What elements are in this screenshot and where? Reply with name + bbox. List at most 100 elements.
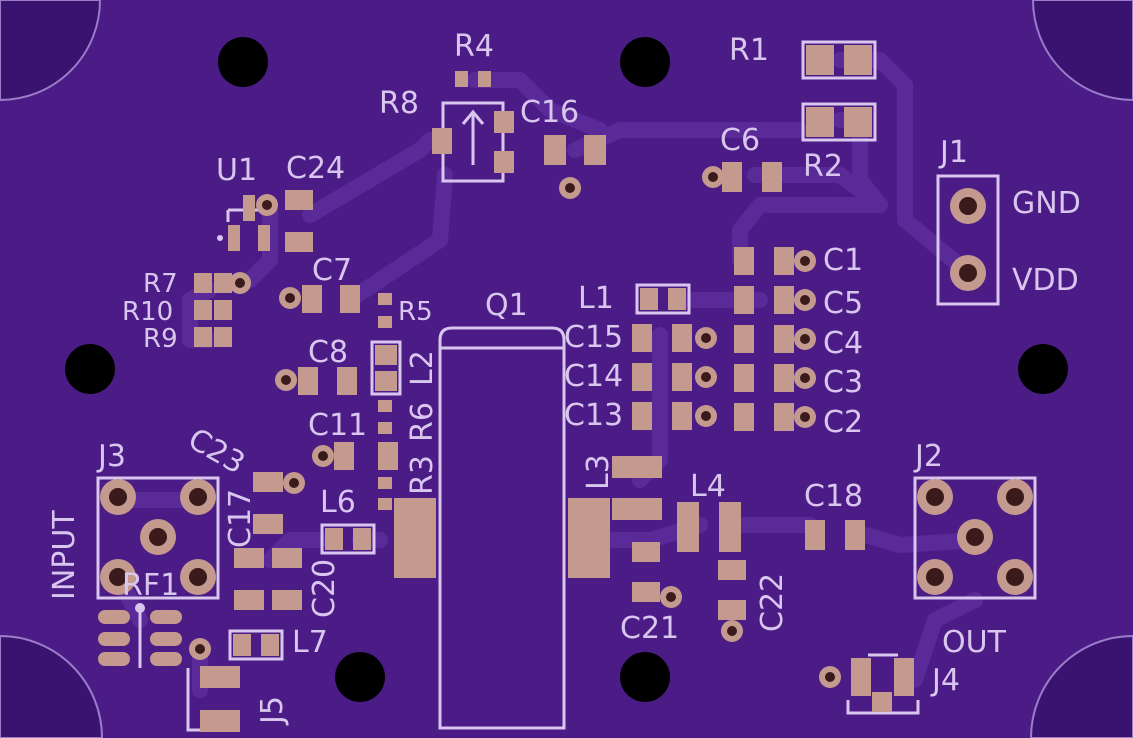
pad (722, 162, 742, 192)
pad (253, 472, 283, 492)
pad (774, 247, 794, 275)
via-drill (565, 183, 575, 193)
pad (672, 363, 692, 391)
pad (194, 327, 212, 347)
drill (966, 528, 984, 546)
trace-j2-j4 (907, 592, 983, 688)
mounting-hole (335, 652, 385, 702)
r1-outline (801, 40, 877, 80)
pad (325, 528, 343, 550)
label-c16: C16 (520, 95, 579, 130)
label-c15: C15 (564, 320, 623, 355)
trace-r8-c7 (342, 167, 453, 308)
r2-outline (801, 102, 877, 142)
label-j5: J5 (255, 696, 290, 726)
via-drill (262, 200, 272, 210)
pad (719, 502, 741, 552)
drill (189, 488, 207, 506)
smd-pads (194, 45, 914, 732)
j1-outline (936, 174, 1000, 306)
label-r5: R5 (398, 297, 433, 327)
pad (494, 111, 514, 133)
pad (378, 316, 392, 328)
label-r4: R4 (454, 29, 494, 64)
label-l7: L7 (292, 625, 328, 660)
drill (926, 488, 944, 506)
label-l4: L4 (690, 469, 726, 504)
label-input: INPUT (47, 510, 82, 600)
label-l6: L6 (320, 485, 356, 520)
label-c18: C18 (804, 479, 863, 514)
pad (98, 610, 130, 624)
via-drill (800, 373, 810, 383)
pad (150, 610, 182, 624)
rf1-pin1-dot (135, 603, 145, 613)
pad (272, 548, 302, 568)
mounting-hole (218, 37, 268, 87)
drill (926, 568, 944, 586)
pad (214, 327, 232, 347)
label-l3: L3 (581, 454, 616, 490)
corner-top-left (0, 0, 102, 102)
pad (340, 285, 360, 313)
pad (214, 300, 232, 320)
mounting-hole (65, 344, 115, 394)
pad (762, 162, 782, 192)
j3-outline (96, 476, 220, 600)
pad (734, 325, 754, 353)
via-drill (800, 256, 810, 266)
mounting-hole (620, 37, 670, 87)
pad (718, 600, 746, 620)
label-c4: C4 (823, 326, 863, 361)
via-drill (318, 451, 328, 461)
label-c17: C17 (223, 489, 258, 548)
via-drill (800, 334, 810, 344)
label-c21: C21 (620, 611, 679, 646)
label-r1: R1 (729, 33, 769, 68)
label-r2: R2 (803, 149, 843, 184)
label-c22: C22 (755, 573, 790, 632)
pad (632, 402, 652, 430)
via-drill (701, 411, 711, 421)
pad (844, 45, 872, 75)
via-drill (708, 172, 718, 182)
pad (378, 422, 392, 434)
pad (353, 528, 371, 550)
pad (805, 520, 825, 550)
pad (734, 403, 754, 431)
via-drill (800, 295, 810, 305)
l7-outline (228, 629, 284, 661)
label-l2: L2 (405, 350, 440, 386)
j2-outline (913, 476, 1037, 600)
pad (872, 692, 892, 712)
label-r10: R10 (122, 297, 173, 327)
pad (455, 71, 468, 87)
pad (200, 710, 240, 732)
pad (285, 190, 313, 210)
via-drill (666, 592, 676, 602)
pad (150, 652, 182, 666)
pad (632, 582, 660, 602)
label-vdd: VDD (1012, 263, 1079, 298)
via-drill (727, 626, 737, 636)
pad (150, 632, 182, 646)
via-drill (825, 672, 835, 682)
pad (774, 403, 794, 431)
drill (189, 568, 207, 586)
pad (243, 195, 255, 221)
pad (272, 590, 302, 610)
label-r8: R8 (379, 86, 419, 121)
pad (568, 498, 610, 578)
drill (959, 264, 977, 282)
pad (718, 560, 746, 580)
label-r6: R6 (405, 402, 440, 442)
via-drill (289, 478, 299, 488)
label-j1: J1 (938, 135, 968, 170)
drill (109, 488, 127, 506)
pad (98, 632, 130, 646)
pad (632, 324, 652, 352)
label-rf1: RF1 (122, 568, 179, 603)
pad (734, 247, 754, 275)
pad (844, 107, 872, 137)
